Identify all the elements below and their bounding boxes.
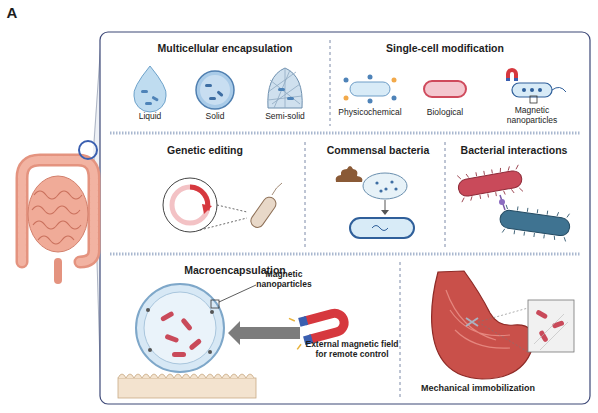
item-label: Semi-solid (255, 112, 315, 122)
panel-letter: A (2, 4, 22, 21)
biological-cell (424, 81, 466, 97)
section-heading: Multicellular encapsulation (125, 42, 325, 54)
semi-solid-mesh (268, 68, 302, 108)
callout-label: Magnetic nanoparticles (254, 270, 314, 290)
callout-label: External magnetic field for remote contr… (304, 340, 400, 360)
column-divider (400, 262, 401, 398)
column-divider (330, 40, 331, 126)
magnetic-cell (506, 68, 566, 103)
commensal-illustration (336, 166, 414, 238)
item-label: Biological (410, 108, 480, 118)
panel-frame (100, 32, 590, 404)
physicochemical-cell (344, 75, 397, 104)
item-label: Liquid (120, 112, 180, 122)
section-heading: Single-cell modification (335, 42, 555, 54)
item-label: Magnetic nanoparticles (501, 106, 563, 126)
item-label: Physicochemical (330, 108, 410, 118)
column-divider (445, 142, 446, 247)
interaction-illustration (456, 165, 571, 242)
section-heading: Bacterial interactions (449, 144, 579, 156)
item-label: Solid (185, 112, 245, 122)
plasmid-illustration (163, 178, 282, 232)
section-heading: Genetic editing (135, 144, 275, 156)
liquid-drop (134, 66, 166, 112)
solid-sphere (196, 71, 234, 109)
intestine-illustration (22, 141, 97, 280)
row-separator (110, 253, 580, 256)
column-divider (305, 142, 306, 247)
section-heading: Commensal bacteria (313, 144, 443, 156)
row-separator (110, 132, 580, 135)
item-label: Mechanical immobilization (403, 383, 553, 393)
stomach-illustration (432, 271, 574, 379)
